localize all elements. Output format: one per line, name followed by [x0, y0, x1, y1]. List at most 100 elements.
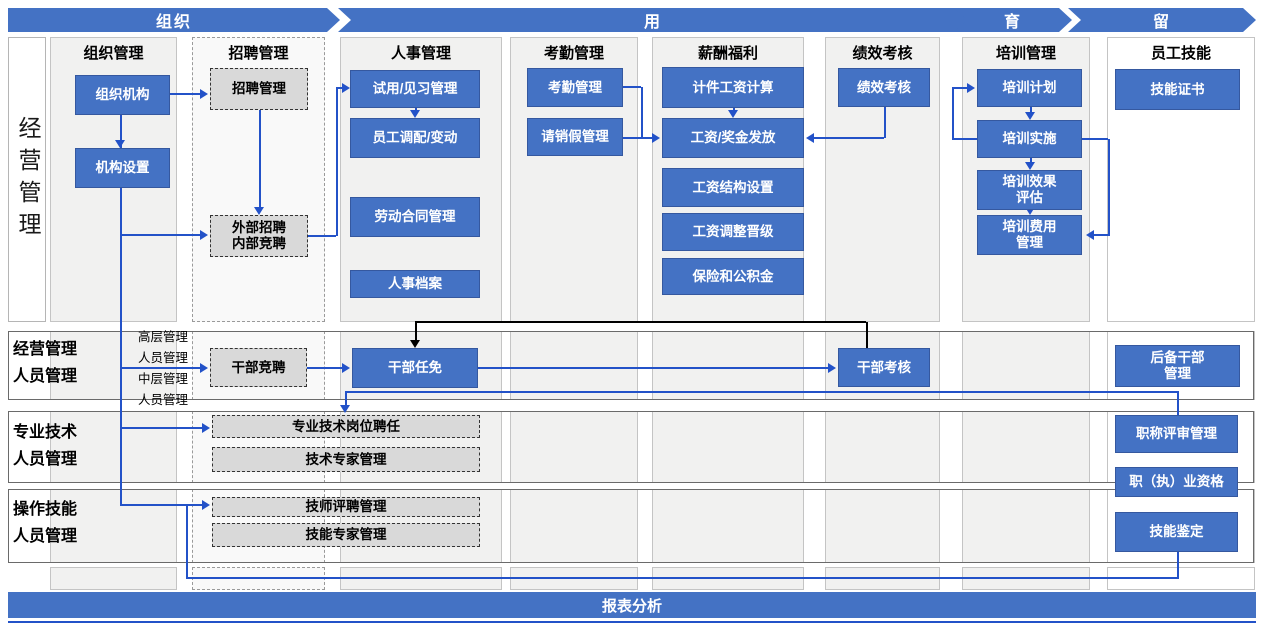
node-skill-cert: 技能证书 — [1115, 69, 1240, 110]
column-band — [652, 411, 804, 483]
node-insurance: 保险和公积金 — [662, 258, 804, 295]
column-band — [50, 567, 177, 590]
connector-line — [623, 137, 655, 139]
connector-line — [415, 321, 866, 323]
connector-line — [641, 87, 643, 139]
arrowhead-icon — [1025, 162, 1035, 170]
connector-line — [1082, 138, 1108, 140]
column-band — [510, 411, 638, 483]
connector-line — [415, 322, 417, 342]
banner-develop: 育 — [954, 8, 1072, 32]
row-label-technical: 专业技术 人员管理 — [13, 424, 78, 468]
connector-line — [120, 234, 204, 236]
connector-line — [120, 367, 204, 369]
node-prof-qual: 职（执）业资格 — [1115, 467, 1238, 497]
management-levels-note: 高层管理 人员管理 中层管理 人员管理 — [138, 330, 189, 407]
footer-banner-reports: 报表分析 — [8, 592, 1256, 618]
arrowhead-icon — [340, 405, 350, 413]
connector-line — [478, 367, 830, 369]
arrowhead-icon — [342, 363, 350, 373]
column-band — [652, 489, 804, 563]
node-perf-appraisal: 绩效考核 — [838, 68, 930, 107]
arrowhead-icon — [202, 423, 210, 433]
node-train-eval: 培训效果 评估 — [977, 170, 1082, 210]
column-header-recruit: 招聘管理 — [228, 45, 289, 62]
connector-line — [336, 88, 338, 236]
node-recruit-mgmt: 招聘管理 — [210, 68, 308, 110]
arrowhead-icon — [410, 110, 420, 118]
node-title-review: 职称评审管理 — [1115, 415, 1238, 453]
node-org-setup: 机构设置 — [75, 148, 170, 188]
left-axis-cell — [8, 37, 46, 322]
connector-line — [259, 110, 261, 210]
connector-line — [1030, 158, 1032, 164]
arrowhead-icon — [1025, 112, 1035, 120]
row-label-skilled: 操作技能 人员管理 — [13, 501, 78, 545]
arrowhead-icon — [967, 83, 975, 93]
arrowhead-icon — [115, 140, 125, 148]
row-label-management: 经营管理 人员管理 — [13, 341, 78, 385]
node-org-structure: 组织机构 — [75, 75, 170, 115]
node-personnel-files: 人事档案 — [350, 270, 480, 298]
row-strip-border — [8, 411, 1254, 483]
node-tech-post: 专业技术岗位聘任 — [212, 415, 480, 438]
connector-line — [345, 391, 1179, 393]
arrowhead-icon — [202, 500, 210, 510]
node-cadre-appraise: 干部考核 — [838, 348, 930, 387]
arrowhead-icon — [200, 363, 208, 373]
connector-line — [120, 427, 208, 429]
connector-line — [8, 621, 1256, 623]
connector-line — [345, 392, 347, 406]
connector-line — [884, 107, 886, 138]
column-header-train: 培训管理 — [995, 45, 1056, 62]
node-train-cost: 培训费用 管理 — [977, 215, 1082, 255]
node-skill-identify: 技能鉴定 — [1115, 512, 1238, 552]
node-probation: 试用/见习管理 — [350, 70, 480, 108]
connector-line — [866, 322, 868, 348]
arrowhead-icon — [1025, 207, 1035, 215]
node-labor-contract: 劳动合同管理 — [350, 197, 480, 237]
node-ext-recruit: 外部招聘 内部竞聘 — [210, 215, 308, 257]
arrowhead-icon — [828, 363, 836, 373]
column-band — [510, 331, 638, 400]
connector-line — [1094, 234, 1108, 236]
row-strip-border — [8, 489, 1254, 563]
arrowhead-icon — [652, 133, 660, 143]
arrowhead-icon — [1086, 230, 1094, 240]
connector-line — [952, 138, 977, 140]
arrowhead-icon — [342, 83, 350, 93]
connector-line — [120, 188, 122, 506]
connector-line — [308, 235, 336, 237]
connector-line — [120, 113, 122, 148]
column-header-salary: 薪酬福利 — [697, 45, 758, 62]
column-band — [825, 411, 940, 483]
node-transfer: 员工调配/变动 — [350, 118, 480, 158]
column-header-personnel: 人事管理 — [390, 45, 451, 62]
arrowhead-icon — [806, 133, 814, 143]
arrowhead-icon — [410, 340, 420, 348]
row-strip-border — [8, 331, 1254, 400]
node-skill-expert: 技能专家管理 — [212, 523, 480, 547]
connector-line — [186, 505, 188, 579]
node-technician: 技师评聘管理 — [212, 497, 480, 517]
connector-line — [1177, 392, 1179, 416]
connector-line — [812, 137, 884, 139]
connector-line — [952, 88, 954, 139]
connector-line — [1030, 107, 1032, 114]
column-band — [50, 489, 177, 563]
connector-line — [336, 87, 344, 89]
node-train-impl: 培训实施 — [977, 120, 1082, 158]
banner-use: 用 — [338, 8, 968, 32]
node-cadre-appoint: 干部任免 — [352, 348, 478, 388]
column-band — [962, 489, 1090, 563]
connector-line — [186, 577, 1179, 579]
connector-line — [1108, 139, 1110, 236]
column-header-org: 组织管理 — [83, 45, 144, 62]
node-attendance: 考勤管理 — [527, 68, 623, 107]
column-header-skill: 员工技能 — [1150, 45, 1211, 62]
node-reserve-cadre: 后备干部 管理 — [1115, 345, 1240, 387]
arrowhead-icon — [200, 89, 208, 99]
banner-organize: 组织 — [8, 8, 340, 32]
node-train-plan: 培训计划 — [977, 69, 1082, 107]
